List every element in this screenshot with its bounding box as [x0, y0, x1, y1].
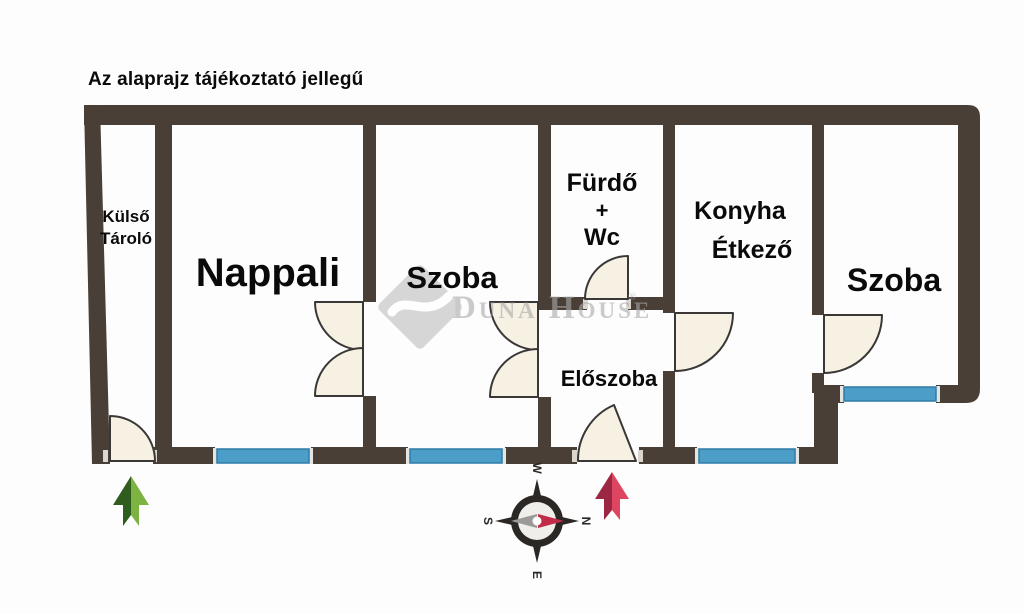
compass-hub [532, 516, 542, 526]
wall-divider-konyha-szoba2-upper [812, 125, 824, 315]
compass-letter-south: S [481, 517, 495, 525]
window-caps-group [213, 386, 940, 464]
windows-group [216, 386, 937, 464]
window-cap [213, 448, 217, 464]
green-arrow-left-half [113, 476, 131, 526]
jamb-mark [626, 299, 631, 309]
window-cap [309, 448, 313, 464]
wall-divider-taroló-nappali [155, 125, 172, 464]
window-szoba-right [843, 386, 937, 402]
wall-divider-szoba-eloszoba-lower [538, 397, 551, 464]
door-nappali-leaf-bottom [314, 347, 364, 397]
disclaimer-text: Az alaprajz tájékoztató jellegű [88, 69, 364, 90]
compass-letter-north: N [579, 517, 593, 526]
doors-group [109, 255, 883, 462]
wall-outer-left [84, 105, 110, 464]
wall-bottom-segment [311, 447, 408, 464]
wall-divider-eloszoba-konyha-upper [663, 125, 675, 313]
wall-szoba2-bottom-left [822, 385, 844, 403]
window-cap [502, 448, 506, 464]
compass-rose: W N E S [481, 462, 593, 579]
room-label-line: Külső [102, 207, 150, 226]
door-szoba-right [823, 314, 883, 374]
window-cap [695, 448, 699, 464]
room-label-nappali: Nappali [195, 251, 341, 295]
room-label-kulso-tarolo: Külső Tároló [84, 206, 168, 250]
room-label-furdo-wc: Fürdő + Wc [552, 168, 652, 252]
jamb-mark [103, 450, 108, 462]
compass-needle-red [538, 514, 564, 528]
wall-divider-szoba-eloszoba-upper [538, 125, 551, 302]
red-arrow-left-half [595, 472, 612, 520]
room-label-line: Wc [584, 224, 620, 251]
compass-letter-west: W [530, 462, 544, 474]
window-cap [936, 386, 940, 402]
room-label-konyha: Konyha [694, 197, 786, 225]
compass-letter-east: E [530, 571, 544, 579]
window-szoba-middle [409, 448, 503, 464]
room-label-etkezo: Étkező [711, 236, 793, 264]
door-konyha [674, 312, 734, 372]
watermark-registered-mark: ® [628, 291, 636, 303]
main-entrance-arrow [595, 472, 629, 520]
watermark: Duna House ® [378, 265, 652, 349]
room-label-line: Fürdő [566, 169, 638, 197]
wall-divider-eloszoba-konyha-lower [663, 371, 675, 464]
door-entrance [576, 404, 637, 462]
room-label-szoba-middle: Szoba [406, 260, 498, 295]
room-label-eloszoba: Előszoba [560, 366, 658, 391]
compass-needle-gray [511, 514, 537, 528]
watermark-brand-text: Duna House [452, 290, 652, 326]
wall-outer-top [84, 105, 980, 125]
jamb-mark [638, 450, 643, 462]
room-label-line: Tároló [100, 229, 152, 248]
window-nappali [216, 448, 310, 464]
room-label-line: + [595, 198, 609, 223]
wall-outer-right [936, 125, 980, 403]
walls-group [84, 105, 980, 464]
wall-szoba2-bottom-right [936, 385, 958, 403]
jamb-mark [572, 450, 577, 462]
wall-divider-konyha-szoba2-lower [812, 373, 824, 393]
door-nappali-leaf-top [314, 301, 364, 351]
storage-entrance-arrow [113, 476, 149, 526]
window-cap [795, 448, 799, 464]
window-cap [406, 448, 410, 464]
jamb-mark [583, 299, 588, 309]
wall-furdo-bottom-left [538, 297, 587, 310]
green-arrow-right-half [131, 476, 149, 526]
door-furdo [584, 255, 629, 300]
room-label-szoba-right: Szoba [846, 262, 942, 298]
red-arrow-right-half [612, 472, 629, 520]
wall-divider-nappali-szoba-upper [363, 125, 376, 302]
door-kulso-tarolo [109, 415, 156, 462]
watermark-logo-wave [387, 291, 454, 317]
window-konyha [698, 448, 796, 464]
wall-divider-nappali-szoba-lower [363, 396, 376, 464]
door-szoba-leaf-bottom [489, 348, 539, 398]
window-cap [840, 386, 844, 402]
